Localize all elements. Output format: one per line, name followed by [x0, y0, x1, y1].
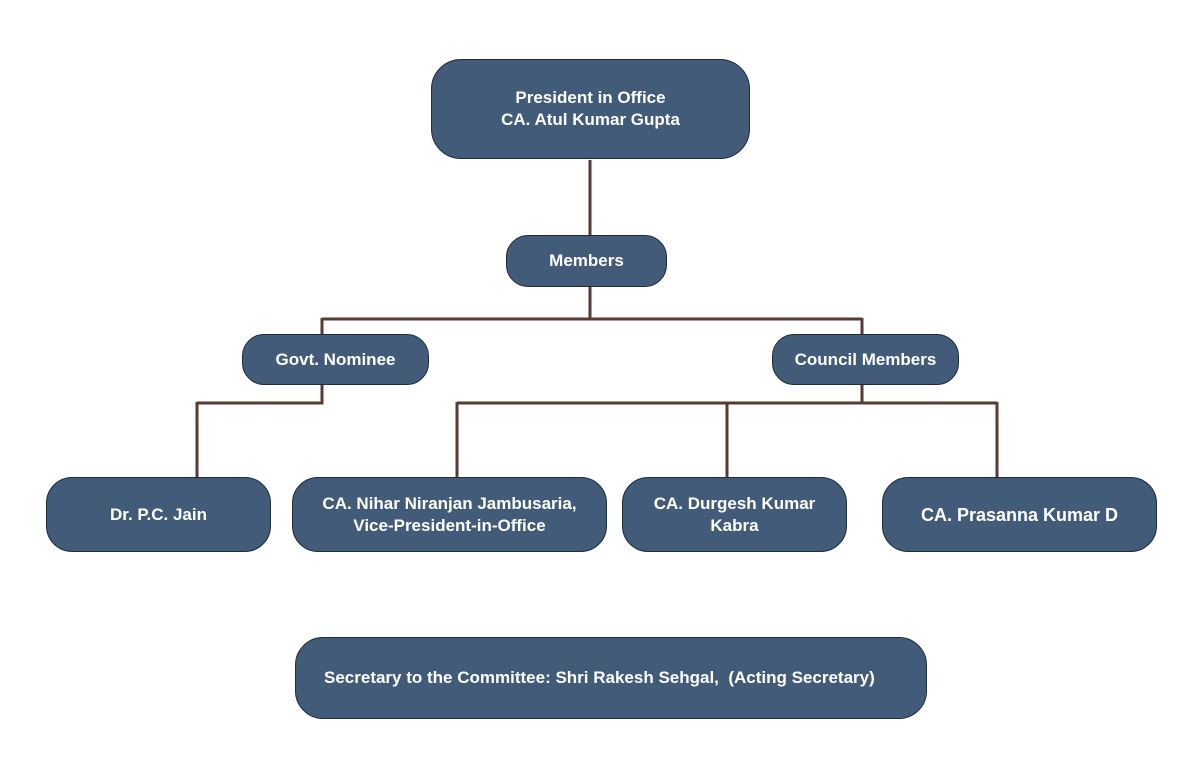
- secretary-label: Secretary to the Committee: Shri Rakesh …: [324, 668, 875, 687]
- secretary-node: Secretary to the Committee: Shri Rakesh …: [295, 637, 927, 719]
- president-name: CA. Atul Kumar Gupta: [501, 110, 680, 129]
- members-label: Members: [549, 251, 624, 270]
- nihar-name: CA. Nihar Niranjan Jambusaria,: [322, 493, 577, 513]
- council-members-label: Council Members: [794, 349, 937, 369]
- council-members-node: Council Members: [772, 334, 959, 385]
- durgesh-name-line1: CA. Durgesh Kumar: [653, 493, 816, 513]
- govt-nominee-label: Govt. Nominee: [275, 349, 396, 369]
- pc-jain-node: Dr. P.C. Jain: [46, 477, 271, 552]
- durgesh-node: CA. Durgesh Kumar Kabra: [622, 477, 847, 552]
- nihar-role: Vice-President-in-Office: [353, 515, 546, 535]
- govt-nominee-node: Govt. Nominee: [242, 334, 429, 385]
- president-node: President in Office CA. Atul Kumar Gupta: [431, 59, 750, 159]
- nihar-node: CA. Nihar Niranjan Jambusaria, Vice-Pres…: [292, 477, 607, 552]
- president-title: President in Office: [515, 88, 666, 107]
- pc-jain-label: Dr. P.C. Jain: [109, 504, 207, 524]
- durgesh-name-line2: Kabra: [710, 515, 759, 535]
- prasanna-node: CA. Prasanna Kumar D: [882, 477, 1157, 552]
- members-node: Members: [506, 235, 667, 287]
- prasanna-label: CA. Prasanna Kumar D: [920, 504, 1119, 525]
